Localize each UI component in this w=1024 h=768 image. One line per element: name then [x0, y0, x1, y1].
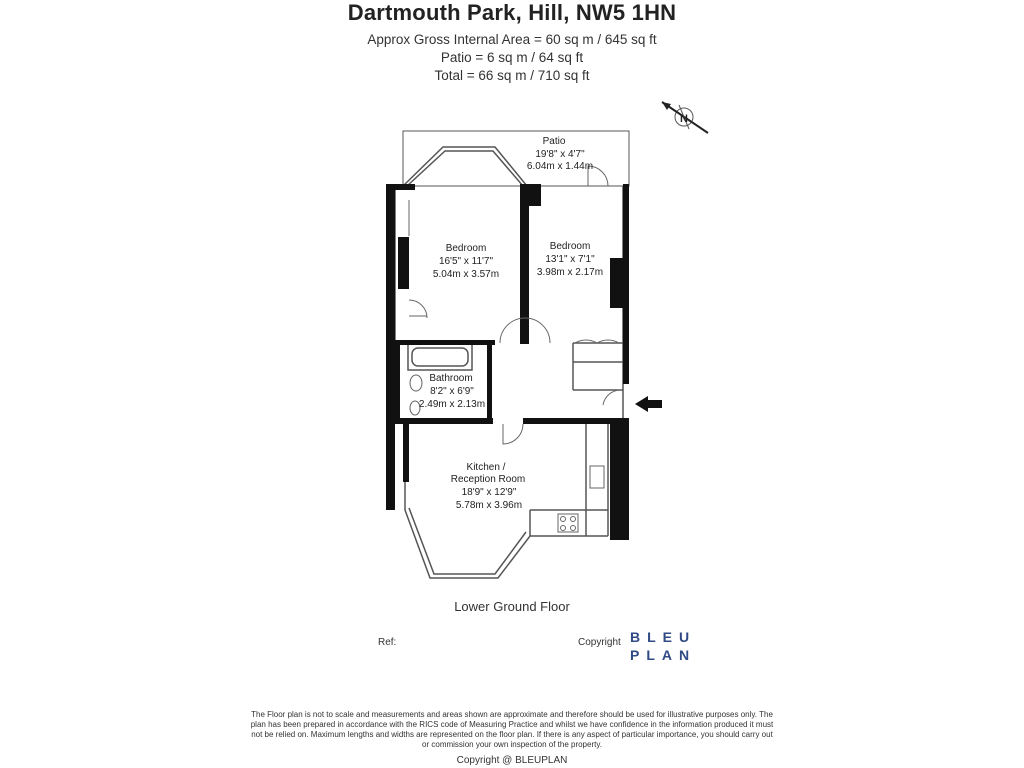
disclaimer-text: The Floor plan is not to scale and measu… — [250, 710, 774, 749]
bedroom2-imperial: 13'1" x 7'1" — [545, 254, 595, 265]
doors — [408, 165, 622, 445]
bathroom-metric: 2.49m x 2.13m — [419, 399, 485, 410]
patio-imperial: 19'8" x 4'7" — [535, 149, 585, 160]
bedroom1-metric: 5.04m x 3.57m — [433, 269, 499, 280]
walls — [386, 184, 629, 540]
footer-copyright: Copyright @ BLEUPLAN — [456, 755, 568, 766]
bedroom1-name: Bedroom — [446, 243, 487, 254]
room-bedroom-1: Bedroom 16'5" x 11'7" 5.04m x 3.57m — [433, 243, 499, 280]
bathroom-name: Bathroom — [429, 373, 472, 384]
kitchen-name-line1: Kitchen / — [467, 462, 506, 473]
page-title: Dartmouth Park, Hill, NW5 1HN — [347, 0, 677, 25]
compass-letter: N — [680, 113, 688, 125]
room-bathroom: Bathroom 8'2" x 6'9" 2.49m x 2.13m — [419, 373, 485, 410]
patio-area-text: Patio = 6 sq m / 64 sq ft — [440, 50, 584, 65]
bathroom-imperial: 8'2" x 6'9" — [430, 386, 474, 397]
patio-name: Patio — [543, 136, 566, 147]
patio-metric: 6.04m x 1.44m — [527, 161, 593, 172]
brand-logo-line2: PLAN — [630, 647, 697, 663]
bedroom2-name: Bedroom — [550, 241, 591, 252]
north-arrow-icon: N — [661, 101, 709, 134]
total-area-text: Total = 66 sq m / 710 sq ft — [434, 68, 590, 83]
gross-area-text: Approx Gross Internal Area = 60 sq m / 6… — [367, 32, 657, 47]
bedroom2-metric: 3.98m x 2.17m — [537, 267, 603, 278]
floor-name: Lower Ground Floor — [454, 599, 570, 614]
brand-logo-line1: BLEU — [630, 629, 697, 645]
kitchen-imperial: 18'9" x 12'9" — [462, 487, 517, 498]
room-patio: Patio 19'8" x 4'7" 6.04m x 1.44m — [527, 136, 593, 172]
room-bedroom-2: Bedroom 13'1" x 7'1" 3.98m x 2.17m — [537, 241, 603, 278]
bedroom1-imperial: 16'5" x 11'7" — [439, 256, 494, 267]
kitchen-metric: 5.78m x 3.96m — [456, 500, 522, 511]
floor-plan: N — [386, 101, 709, 579]
fixtures — [409, 374, 605, 533]
copyright-label: Copyright — [578, 637, 621, 648]
entrance-arrow-icon — [635, 396, 662, 412]
ref-label: Ref: — [378, 637, 397, 648]
kitchen-name-line2: Reception Room — [451, 474, 525, 485]
room-kitchen: Kitchen / Reception Room 18'9" x 12'9" 5… — [451, 462, 525, 511]
